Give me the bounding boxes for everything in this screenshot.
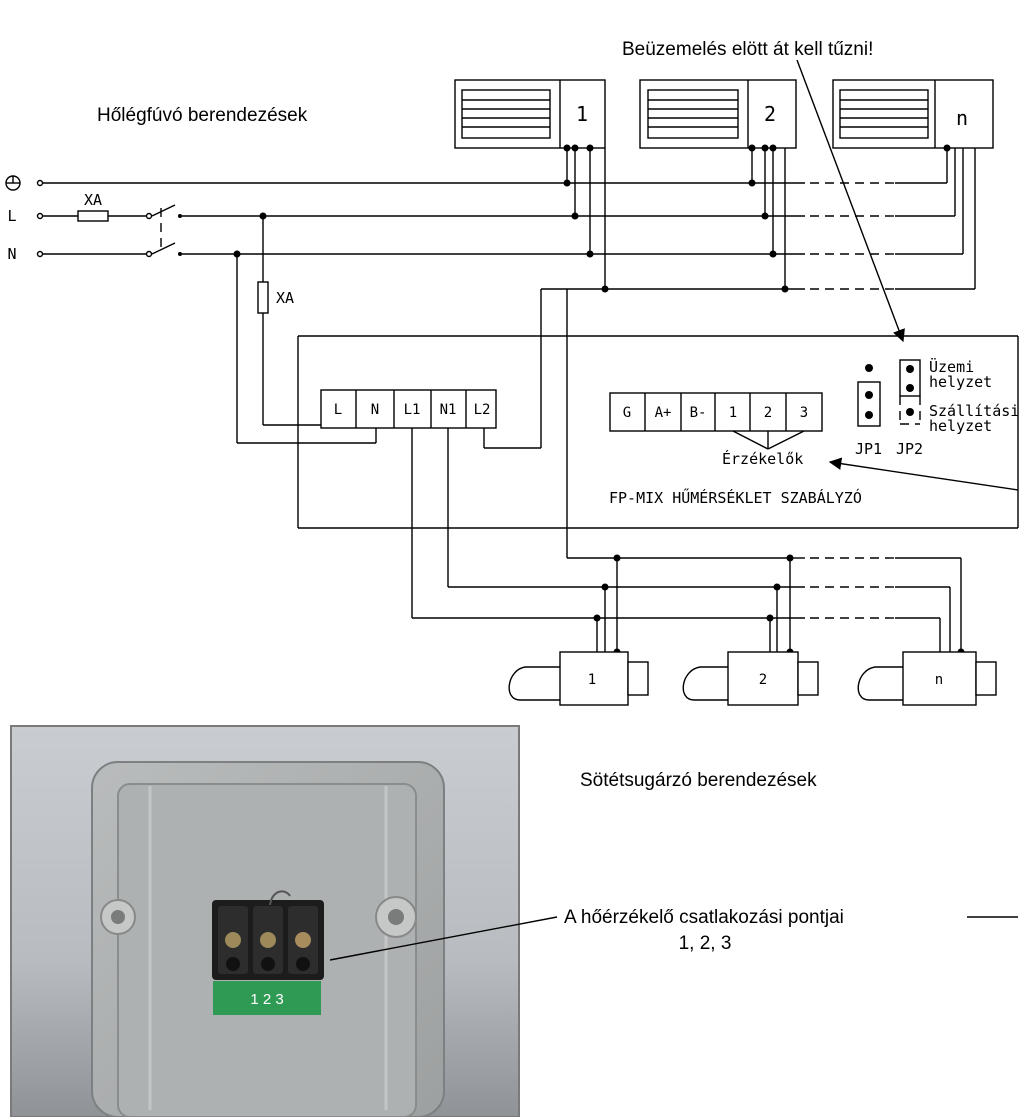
controller-title: FP-MIX HŰMÉRSÉKLET SZABÁLYZÓ [609, 487, 862, 507]
heater-number-2: 2 [764, 102, 776, 126]
earth-icon [5, 175, 21, 191]
radiant-unit-1: 1 [508, 651, 649, 706]
top-note-arrow [796, 59, 905, 343]
terminal-L2: L2 [474, 402, 491, 418]
radiant-number-n: n [935, 672, 943, 688]
controller-fuse-label: XA [276, 289, 294, 307]
terminal-number-strip [213, 981, 321, 1015]
radiant-unit-2: 2 [682, 651, 819, 706]
line-terminal [36, 212, 44, 220]
main-switch-blade-l [151, 204, 176, 217]
jp2-state-shipping: Szállítási [929, 402, 1019, 420]
bus-terminal-block: G A+ B- 1 2 3 [609, 392, 823, 432]
heater-unit-2: 2 [639, 79, 797, 149]
jp1-label: JP1 [855, 440, 882, 458]
heaters-title: Hőlégfúvó berendezések [97, 105, 308, 126]
photo-terminal-numbers: 1 2 3 [250, 991, 283, 1008]
sensor-points-numbers: 1, 2, 3 [679, 933, 732, 954]
jp2-state-operating-2: helyzet [929, 373, 992, 391]
main-fuse [77, 210, 109, 222]
jp2-state-operating: Üzemi [929, 357, 974, 376]
line-label: L [7, 207, 16, 225]
power-terminal-block: L N L1 N1 L2 [320, 389, 497, 429]
main-fuse-label: XA [84, 191, 102, 209]
terminal-N: N [371, 402, 379, 418]
terminal-N1: N1 [440, 402, 457, 418]
radiant-unit-n: n [857, 651, 997, 706]
top-note: Beüzemelés elött át kell tűzni! [622, 39, 873, 60]
radiant-title: Sötétsugárzó berendezések [580, 770, 817, 791]
sensor-points-leader [329, 916, 558, 961]
heater-number-n: n [956, 106, 968, 130]
jumper-jp1: JP1 [855, 364, 882, 458]
terminal-G: G [623, 405, 631, 421]
sensor-arrow [828, 457, 1019, 491]
terminal-B-minus: B- [690, 405, 707, 421]
terminal-A-plus: A+ [655, 405, 672, 421]
neutral-label: N [7, 245, 16, 263]
heater-unit-n: n [832, 79, 994, 149]
radiant-number-1: 1 [588, 672, 596, 688]
jp2-state-shipping-2: helyzet [929, 417, 992, 435]
terminal-L: L [334, 402, 342, 418]
jp2-label: JP2 [896, 440, 923, 458]
terminal-sensor-2: 2 [764, 405, 772, 421]
terminal-sensor-3: 3 [800, 405, 808, 421]
controller-fuse [257, 281, 269, 314]
sensors-label: Érzékelők [722, 449, 803, 468]
neutral-terminal [36, 250, 44, 258]
terminal-L1: L1 [404, 402, 421, 418]
radiant-number-2: 2 [759, 672, 767, 688]
terminal-sensor-1: 1 [729, 405, 737, 421]
earth-terminal [36, 179, 44, 187]
jumper-jp2: JP2 Üzemi helyzet Szállítási helyzet [896, 357, 1019, 458]
main-switch-blade-n [151, 242, 176, 255]
heater-number-1: 1 [576, 102, 588, 126]
heater-unit-1: 1 [454, 79, 606, 149]
sensor-box-photo: 1 2 3 [10, 725, 520, 1117]
sensor-points-label: A hőérzékelő csatlakozási pontjai [564, 907, 844, 928]
